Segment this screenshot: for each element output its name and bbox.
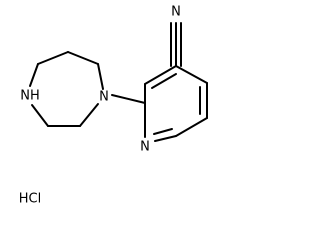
nitrile-n-label: N	[171, 5, 181, 20]
structure-drawing: N N N NH HCl	[19, 5, 208, 207]
diazepane-bond-3	[37, 51, 69, 65]
ring-double-c3-c2	[151, 73, 177, 89]
pyridine-n-label: N	[140, 140, 150, 155]
salt-label: HCl	[19, 192, 41, 207]
diazepane-bond-2	[67, 51, 99, 65]
diazepane-n-label: N	[99, 90, 109, 105]
pyridine-ring: N	[140, 65, 208, 155]
nitrile-group: N	[170, 5, 182, 67]
amine-nh-label: NH	[20, 89, 40, 104]
ring-bond-c3-c4	[175, 65, 208, 84]
ring-bond-c6-n	[154, 135, 177, 142]
structure-canvas: N N N NH HCl	[19, 5, 208, 207]
diazepane-bond-4	[29, 63, 39, 87]
diazepane-bond-7	[79, 103, 99, 127]
diazepane-bond-5	[31, 104, 49, 127]
ring-bond-c5-c6	[175, 117, 208, 137]
diazepane-bond-1	[97, 63, 104, 90]
diazepane-ring: N NH	[20, 51, 109, 127]
bond-c2-diazepane-n	[111, 94, 146, 104]
ring-bond-c2-c3	[144, 65, 177, 85]
ring-double-c6-n	[153, 128, 173, 135]
